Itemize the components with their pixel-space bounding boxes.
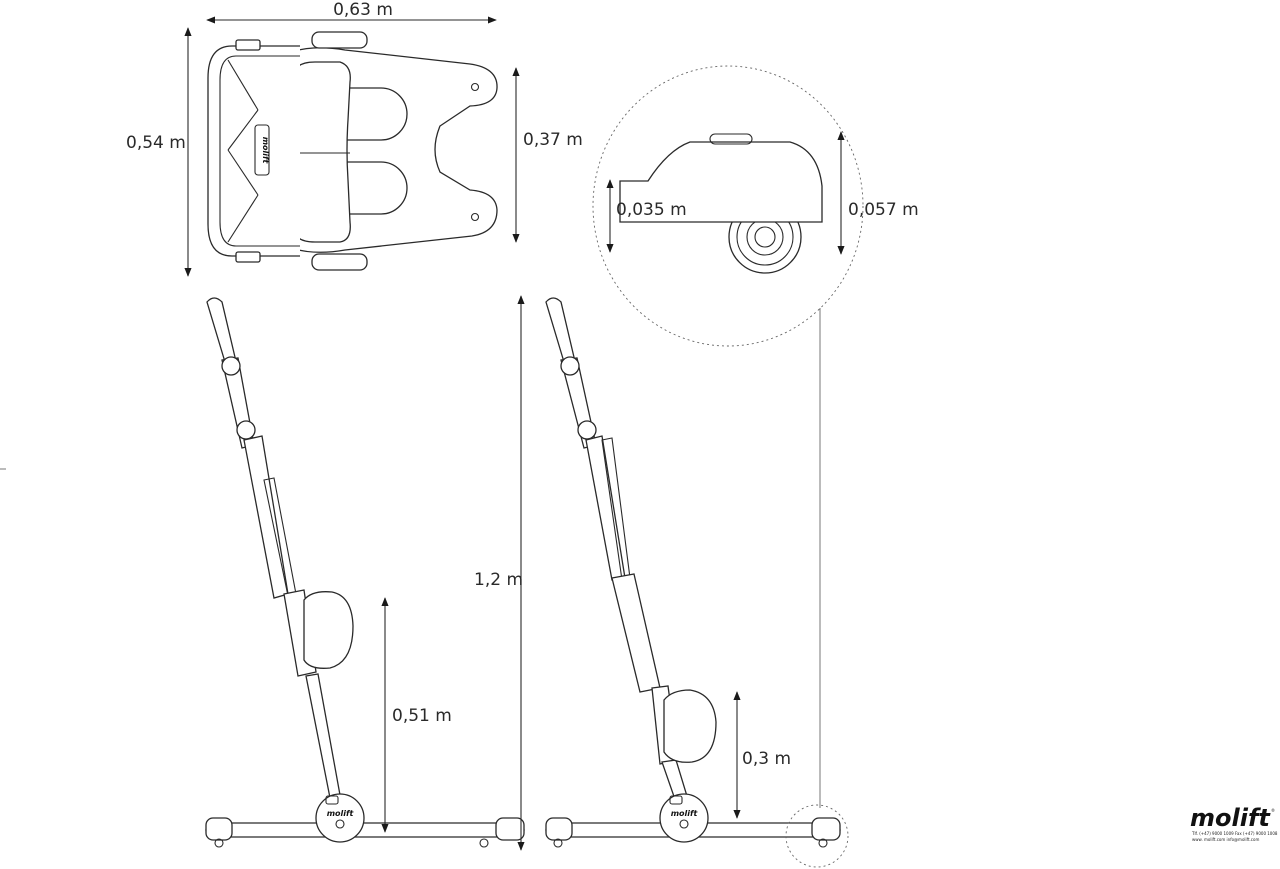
side-right-logo: molift [671, 809, 699, 818]
side-right-knee-pad [663, 689, 717, 763]
dim-top-width: 0,63 m [206, 0, 497, 24]
detail-view: 0,035 m 0,057 m [592, 65, 919, 347]
brand-logo: molift ® Tlf. (+47) 9000 1009 Fax (+47) … [1190, 804, 1278, 842]
label-total-height: 1,2 m [474, 570, 523, 590]
brand-logo-mark: ® [1271, 808, 1275, 813]
label-detail-high: 0,057 m [848, 200, 919, 220]
top-view-handle-frame [207, 45, 300, 257]
label-top-depth: 0,54 m [126, 133, 186, 153]
dim-pad-height-2: 0,3 m [733, 691, 791, 819]
label-inner-width: 0,37 m [523, 130, 583, 150]
dim-pad-height-1: 0,51 m [381, 597, 452, 833]
label-detail-low: 0,035 m [616, 200, 687, 220]
top-view: molift [207, 31, 498, 271]
label-pad-height-2: 0,3 m [742, 749, 791, 769]
brand-contact-line-2: www. molift.com info@molift.com [1192, 837, 1259, 842]
dim-inner-width: 0,37 m [512, 67, 583, 243]
side-view-left: molift [205, 297, 525, 848]
side-left-logo: molift [327, 809, 355, 818]
brand-logo-text: molift [1190, 804, 1271, 832]
label-top-width: 0,63 m [333, 0, 393, 20]
brand-contact-line-1: Tlf. (+47) 9000 1009 Fax (+47) 9000 1008 [1191, 831, 1278, 836]
side-left-knee-pad [303, 591, 354, 669]
label-pad-height-1: 0,51 m [392, 706, 452, 726]
detail-callout-circle [785, 804, 849, 868]
dim-top-depth: 0,54 m [126, 27, 192, 277]
detail-base-body [619, 141, 823, 223]
dim-total-height: 1,2 m [474, 295, 525, 851]
side-view-right: molift [545, 297, 849, 868]
top-view-logo: molift [261, 137, 270, 165]
top-view-knee-pad [291, 61, 351, 243]
